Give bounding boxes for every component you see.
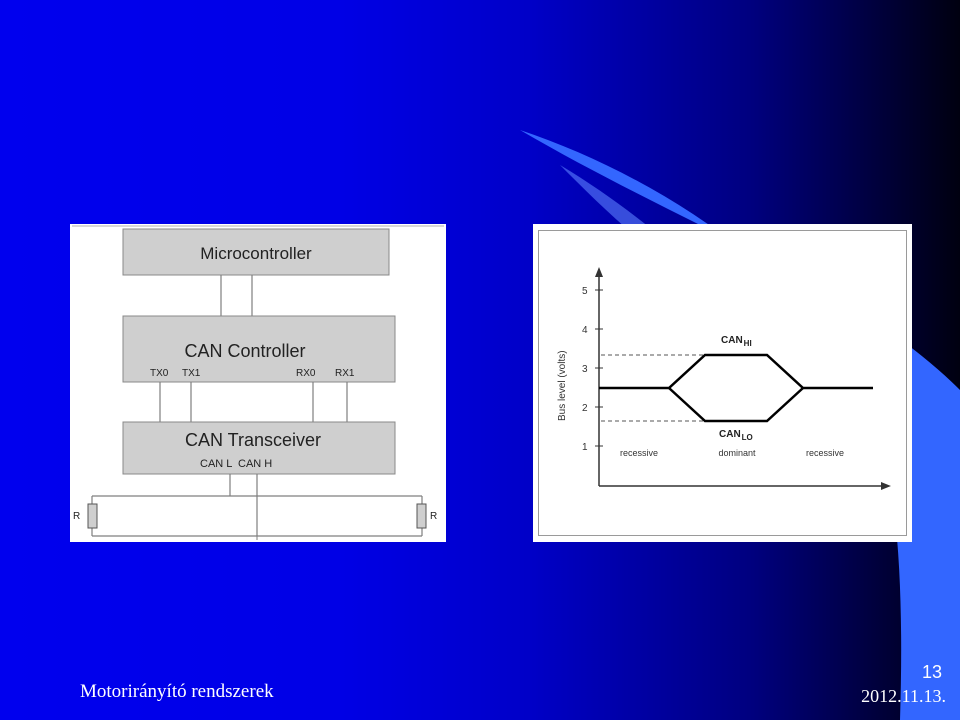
- y-tick-5: 5: [582, 286, 588, 297]
- pin-rx1: RX1: [335, 368, 355, 379]
- y-tick-3: 3: [582, 364, 588, 375]
- footer-title: Motorirányító rendszerek: [80, 681, 274, 702]
- pin-rx0: RX0: [296, 368, 316, 379]
- resistor-left: [87, 503, 98, 529]
- slide-date: 2012.11.13.: [861, 686, 946, 706]
- state-label-recessive-left: recessive: [620, 448, 658, 458]
- microcontroller-label: Microcontroller: [200, 244, 312, 263]
- y-tick-2: 2: [582, 403, 588, 414]
- can-hi-signal: [599, 353, 873, 390]
- can-controller-label: CAN Controller: [184, 341, 305, 361]
- can-hi-label: CANHI: [721, 335, 752, 348]
- microcontroller-box: [122, 228, 390, 276]
- bus-levels-frame: 1 2 3 4 5 Bus level (volts) CANHI CANLO …: [538, 230, 907, 536]
- can-transceiver-box: [122, 421, 396, 475]
- slide-number: 13: [921, 662, 942, 682]
- resistor-left-label: R: [73, 511, 80, 522]
- can-bus-levels-diagram: 1 2 3 4 5 Bus level (volts) CANHI CANLO …: [533, 224, 912, 542]
- resistor-right-label: R: [430, 511, 437, 522]
- y-axis-label: Bus level (volts): [557, 350, 568, 421]
- bus-levels-svg: 1 2 3 4 5 Bus level (volts) CANHI CANLO …: [557, 267, 891, 490]
- can-node-diagram: Microcontroller CAN Controller TX0 TX1 R…: [70, 224, 446, 542]
- can-controller-box: [122, 315, 396, 383]
- pin-tx0: TX0: [150, 368, 169, 379]
- can-transceiver-label: CAN Transceiver: [185, 430, 321, 450]
- can-lo-signal: [668, 387, 804, 423]
- can-lo-label: CANLO: [719, 429, 753, 442]
- y-axis-arrow: [595, 267, 603, 277]
- resistor-right: [416, 503, 427, 529]
- can-h-label: CAN H: [238, 458, 272, 470]
- y-tick-1: 1: [582, 442, 588, 453]
- state-label-recessive-right: recessive: [806, 448, 844, 458]
- can-l-label: CAN L: [200, 458, 232, 470]
- x-axis-arrow: [881, 482, 891, 490]
- state-label-dominant: dominant: [718, 448, 756, 458]
- can-node-svg: Microcontroller CAN Controller TX0 TX1 R…: [70, 224, 446, 542]
- y-tick-4: 4: [582, 325, 588, 336]
- pin-tx1: TX1: [182, 368, 201, 379]
